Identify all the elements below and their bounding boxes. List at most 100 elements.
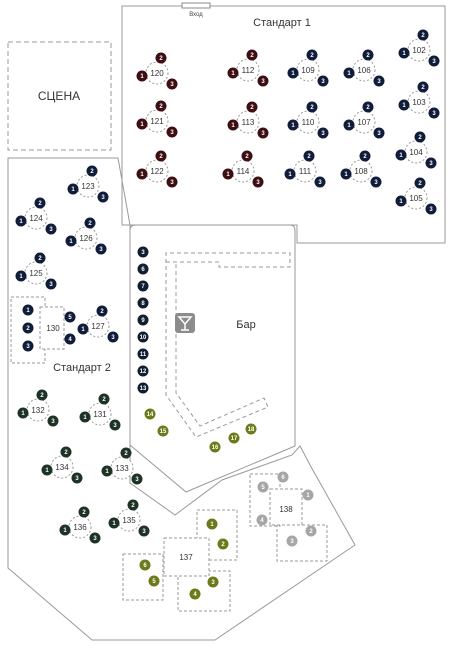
seat-106-2[interactable]: 2: [362, 49, 374, 61]
seat-103-1[interactable]: 1: [398, 99, 410, 111]
table-109[interactable]: 109: [296, 58, 320, 82]
seat-107-3[interactable]: 3: [373, 127, 385, 139]
seat-134-3[interactable]: 3: [71, 472, 83, 484]
seat-112-1[interactable]: 1: [227, 67, 239, 79]
seat-135-1[interactable]: 1: [108, 517, 120, 529]
table-112[interactable]: 112: [236, 58, 260, 82]
bar-seat-12[interactable]: 12: [137, 365, 149, 377]
seat-108-1[interactable]: 1: [340, 168, 352, 180]
seat-125-1[interactable]: 1: [15, 270, 27, 282]
seat-113-1[interactable]: 1: [227, 119, 239, 131]
table-138[interactable]: 138: [249, 473, 328, 562]
seat-130-5[interactable]: 5: [64, 311, 76, 323]
table-108[interactable]: 108: [349, 159, 373, 183]
seat-130-4[interactable]: 4: [64, 333, 76, 345]
seat-137-6[interactable]: 6: [139, 559, 151, 571]
seat-108-2[interactable]: 2: [359, 150, 371, 162]
seat-124-1[interactable]: 1: [15, 215, 27, 227]
seat-123-2[interactable]: 2: [86, 165, 98, 177]
seat-104-3[interactable]: 3: [425, 157, 437, 169]
seat-107-2[interactable]: 2: [362, 101, 374, 113]
seat-136-1[interactable]: 1: [59, 524, 71, 536]
table-127[interactable]: 127: [86, 314, 110, 338]
seat-135-3[interactable]: 3: [138, 525, 150, 537]
seat-134-1[interactable]: 1: [41, 464, 53, 476]
seat-112-2[interactable]: 2: [246, 49, 258, 61]
seat-106-1[interactable]: 1: [343, 67, 355, 79]
table-120[interactable]: 120: [145, 61, 169, 85]
seat-122-3[interactable]: 3: [166, 176, 178, 188]
seat-137-5[interactable]: 5: [148, 575, 160, 587]
bar-seat-13[interactable]: 13: [137, 382, 149, 394]
seat-126-2[interactable]: 2: [84, 217, 96, 229]
seat-138-3[interactable]: 3: [286, 535, 298, 547]
seat-124-3[interactable]: 3: [45, 223, 57, 235]
table-135[interactable]: 135: [117, 508, 141, 532]
bar-seat-14[interactable]: 14: [144, 408, 156, 420]
table-134[interactable]: 134: [50, 455, 74, 479]
seat-113-2[interactable]: 2: [246, 101, 258, 113]
seat-127-2[interactable]: 2: [96, 305, 108, 317]
seat-108-3[interactable]: 3: [370, 176, 382, 188]
seat-130-2[interactable]: 2: [22, 322, 34, 334]
seat-137-1[interactable]: 1: [206, 518, 218, 530]
seat-122-2[interactable]: 2: [155, 150, 167, 162]
table-136[interactable]: 136: [68, 515, 92, 539]
seat-109-1[interactable]: 1: [287, 67, 299, 79]
table-121[interactable]: 121: [145, 109, 169, 133]
bar-seat-18[interactable]: 18: [245, 423, 257, 435]
table-113[interactable]: 113: [236, 110, 260, 134]
seat-123-1[interactable]: 1: [67, 183, 79, 195]
seat-103-3[interactable]: 3: [428, 107, 440, 119]
bar-seat-9[interactable]: 9: [137, 314, 149, 326]
table-102[interactable]: 102: [407, 38, 431, 62]
bar-seat-7[interactable]: 7: [137, 280, 149, 292]
table-137[interactable]: 137: [122, 509, 238, 612]
seat-106-3[interactable]: 3: [373, 75, 385, 87]
table-104[interactable]: 104: [404, 140, 428, 164]
seat-130-3[interactable]: 3: [22, 340, 34, 352]
seat-131-1[interactable]: 1: [79, 411, 91, 423]
seat-109-2[interactable]: 2: [306, 49, 318, 61]
seat-131-2[interactable]: 2: [98, 393, 110, 405]
seat-113-3[interactable]: 3: [257, 127, 269, 139]
seat-125-3[interactable]: 3: [45, 278, 57, 290]
seat-132-2[interactable]: 2: [36, 389, 48, 401]
table-106[interactable]: 106: [352, 58, 376, 82]
seat-110-3[interactable]: 3: [317, 127, 329, 139]
seat-109-3[interactable]: 3: [317, 75, 329, 87]
seat-110-1[interactable]: 1: [287, 119, 299, 131]
table-110[interactable]: 110: [296, 110, 320, 134]
seat-102-2[interactable]: 2: [417, 29, 429, 41]
bar-seat-6[interactable]: 6: [137, 263, 149, 275]
seat-138-2[interactable]: 2: [305, 525, 317, 537]
seat-135-2[interactable]: 2: [127, 499, 139, 511]
seat-127-3[interactable]: 3: [107, 331, 119, 343]
table-124[interactable]: 124: [24, 206, 48, 230]
seat-120-2[interactable]: 2: [155, 52, 167, 64]
seat-111-1[interactable]: 1: [284, 168, 296, 180]
table-126[interactable]: 126: [74, 226, 98, 250]
table-131[interactable]: 131: [88, 402, 112, 426]
seat-105-2[interactable]: 2: [414, 177, 426, 189]
bar-seat-17[interactable]: 17: [228, 432, 240, 444]
seat-133-3[interactable]: 3: [131, 473, 143, 485]
bar-seat-16[interactable]: 16: [209, 441, 221, 453]
seat-114-3[interactable]: 3: [252, 176, 264, 188]
table-114[interactable]: 114: [231, 159, 255, 183]
table-132[interactable]: 132: [26, 398, 50, 422]
table-133[interactable]: 133: [110, 456, 134, 480]
seat-110-2[interactable]: 2: [306, 101, 318, 113]
entrance[interactable]: Вход: [181, 2, 211, 18]
seat-136-3[interactable]: 3: [89, 532, 101, 544]
seat-104-2[interactable]: 2: [414, 131, 426, 143]
seat-103-2[interactable]: 2: [417, 81, 429, 93]
seat-120-3[interactable]: 3: [166, 78, 178, 90]
seat-111-3[interactable]: 3: [314, 176, 326, 188]
bar-seat-15[interactable]: 15: [157, 425, 169, 437]
seat-138-5[interactable]: 5: [257, 481, 269, 493]
seat-137-4[interactable]: 4: [189, 588, 201, 600]
table-125[interactable]: 125: [24, 261, 48, 285]
bar-seat-3[interactable]: 3: [137, 246, 149, 258]
table-122[interactable]: 122: [145, 159, 169, 183]
